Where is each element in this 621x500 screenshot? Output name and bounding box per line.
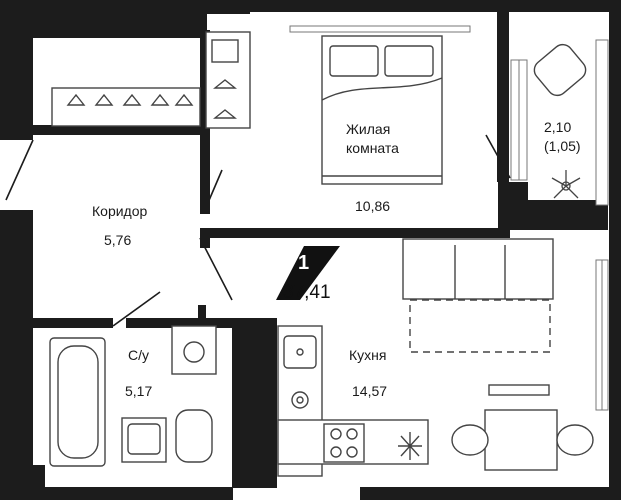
total-area: 37,41 <box>283 282 331 303</box>
windows <box>289 25 609 411</box>
armchair-icon <box>533 43 587 97</box>
fridge-icon <box>398 432 422 460</box>
balcony-area: 2,10 (1,05) <box>544 119 581 154</box>
sink-icon <box>283 335 317 369</box>
dishwasher-icon <box>291 391 309 409</box>
bathroom-label: С/у <box>128 347 149 363</box>
corridor-label: Коридор <box>92 203 148 219</box>
kitchen-area: 14,57 <box>352 383 388 399</box>
living-room-label: Жилая комната <box>346 121 399 156</box>
stove-icon <box>323 423 365 463</box>
washing-machine-icon <box>171 325 217 375</box>
plant-icon <box>551 170 581 199</box>
wardrobe-hanger-icon <box>51 87 201 127</box>
bed-icon <box>321 35 443 185</box>
bathtub-icon <box>49 337 106 467</box>
corridor-area: 5,76 <box>104 232 132 248</box>
rooms-badge <box>276 246 340 300</box>
living-room-area: 10,86 <box>355 198 391 214</box>
doors <box>5 134 511 327</box>
rooms-count: 1 <box>298 252 310 274</box>
bathroom-area: 5,17 <box>125 383 153 399</box>
dining-table-icon <box>451 384 594 471</box>
toilet-icon <box>175 409 213 463</box>
sofa-icon <box>402 238 554 353</box>
kitchen-label: Кухня <box>349 347 387 363</box>
closet-icon <box>205 31 251 129</box>
washbasin-icon <box>121 417 167 463</box>
